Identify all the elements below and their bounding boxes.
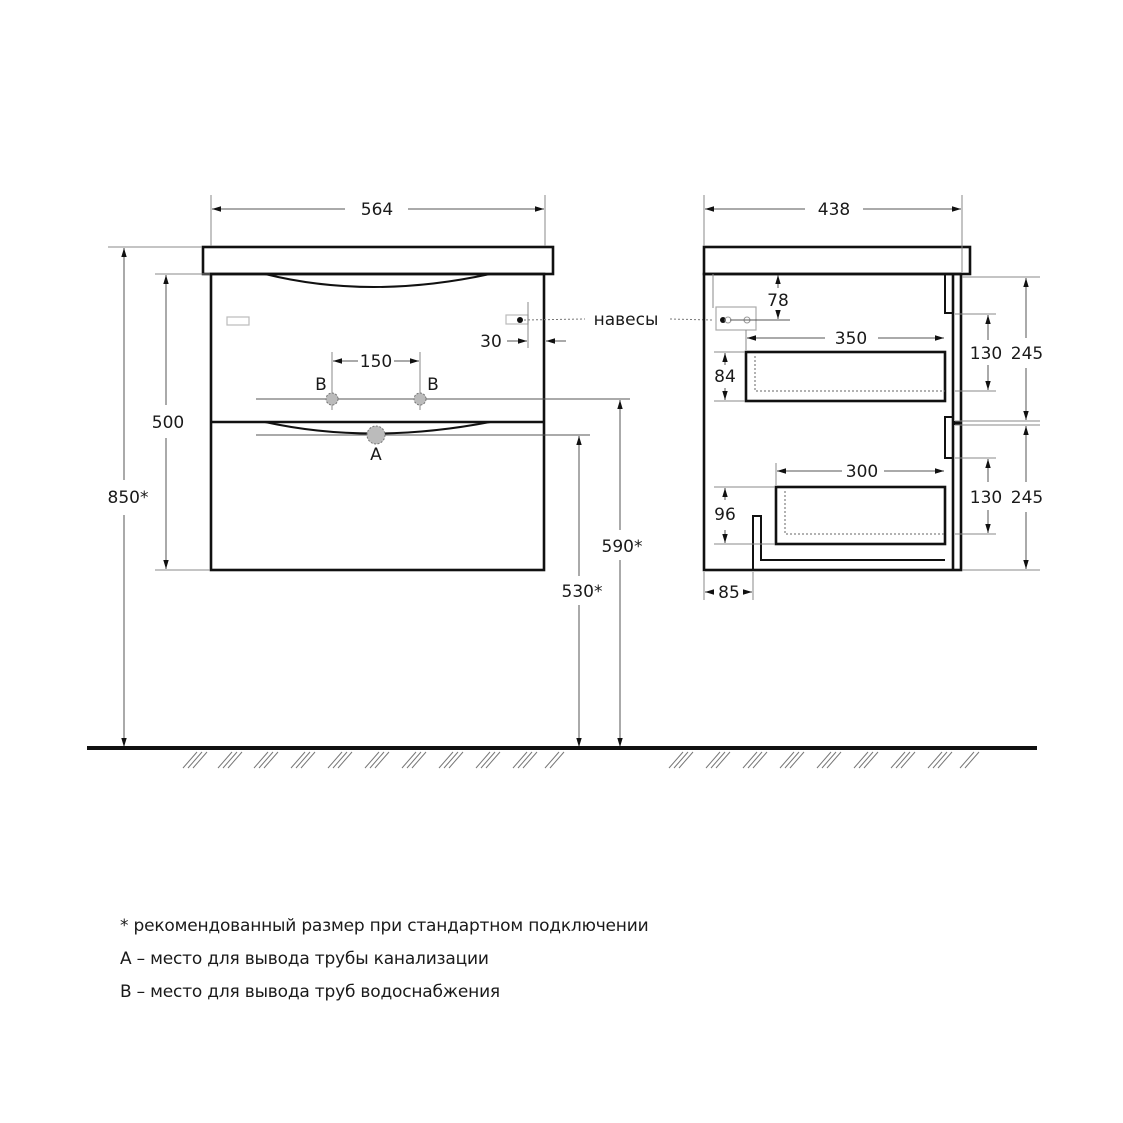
drain-pipe-icon bbox=[366, 425, 386, 445]
dim-upper-drawer-depth: 350 bbox=[835, 329, 867, 349]
label-water-pipe-left: B bbox=[315, 375, 327, 395]
dim-upper-section: 245 bbox=[1011, 344, 1043, 364]
dim-lower-drawer-depth: 300 bbox=[846, 462, 878, 482]
floor-line bbox=[87, 746, 1037, 769]
floor-hatch-right bbox=[668, 751, 980, 769]
label-drain: A bbox=[370, 445, 382, 465]
dim-drain-height: 530* bbox=[562, 582, 603, 602]
dim-hinge-depth: 78 bbox=[767, 291, 789, 311]
cabinet-body-side bbox=[702, 272, 963, 572]
dim-depth-side: 438 bbox=[818, 200, 850, 220]
dim-body-height: 500 bbox=[152, 413, 184, 433]
water-pipe-left-icon bbox=[325, 392, 339, 406]
dim-lower-gap: 130 bbox=[970, 488, 1002, 508]
hinge-plate-left bbox=[226, 316, 250, 326]
label-water-pipe-right: B bbox=[427, 375, 439, 395]
dim-total-height: 850* bbox=[108, 488, 149, 508]
lower-drawer bbox=[774, 485, 947, 546]
drawer-frame-cutout bbox=[752, 515, 945, 570]
upper-drawer bbox=[744, 350, 947, 403]
dim-water-height: 590* bbox=[602, 537, 643, 557]
hinge-mechanism-icon bbox=[715, 306, 757, 331]
dim-upper-drawer-height: 84 bbox=[714, 367, 736, 387]
dim-siphon-offset: 85 bbox=[718, 583, 740, 603]
note-water-legend: B – место для вывода труб водоснабжения bbox=[120, 982, 500, 1002]
note-drain-legend: A – место для вывода трубы канализации bbox=[120, 949, 489, 969]
dim-width-front: 564 bbox=[361, 200, 393, 220]
dim-lower-drawer-height: 96 bbox=[714, 505, 736, 525]
front-view: 564 850* 500 30 150 B B A bbox=[108, 195, 713, 747]
dim-hinge-offset: 30 bbox=[480, 332, 502, 352]
water-pipe-right-icon bbox=[413, 392, 427, 406]
dim-lower-section: 245 bbox=[1011, 488, 1043, 508]
sink-curve-top bbox=[264, 273, 491, 288]
dim-upper-gap: 130 bbox=[970, 344, 1002, 364]
floor-hatch-left bbox=[182, 751, 565, 769]
countertop-front bbox=[201, 245, 555, 276]
side-view: 438 78 350 84 130 245 300 bbox=[702, 195, 1043, 603]
hinge-point-icon bbox=[517, 317, 523, 323]
note-recommended-size: * рекомендованный размер при стандартном… bbox=[120, 916, 649, 936]
countertop-side bbox=[702, 245, 972, 276]
dim-pipe-spacing: 150 bbox=[360, 352, 392, 372]
label-hinges: навесы bbox=[594, 310, 659, 330]
